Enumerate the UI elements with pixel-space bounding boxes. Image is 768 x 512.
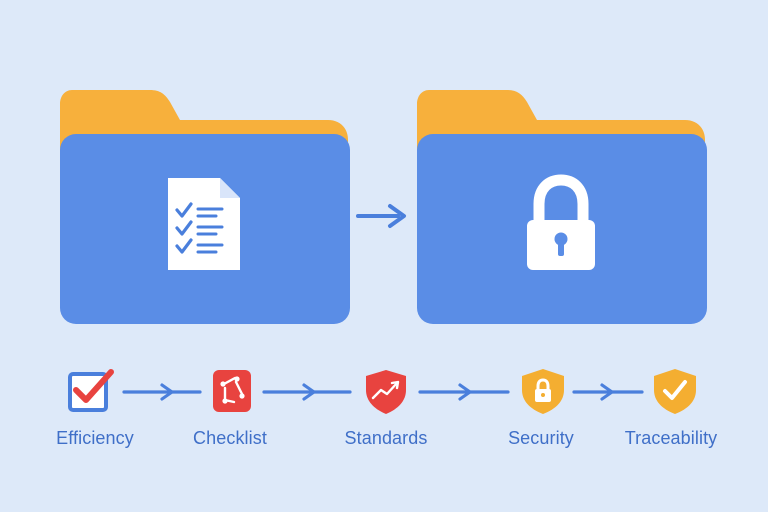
step-security-icon bbox=[518, 366, 568, 416]
step-label-traceability: Traceability bbox=[624, 428, 718, 448]
flow-arrow-icon bbox=[122, 382, 204, 402]
checklist-document-icon bbox=[168, 178, 240, 270]
step-checklist-icon bbox=[209, 366, 259, 416]
checklist-square-icon bbox=[213, 370, 251, 412]
step-traceability-icon bbox=[650, 366, 700, 416]
flow-arrow-icon bbox=[572, 382, 646, 402]
shield-lock-icon bbox=[522, 369, 564, 414]
target-folder bbox=[417, 90, 707, 325]
shield-trend-icon bbox=[366, 370, 406, 414]
arrow-right-icon bbox=[356, 203, 408, 229]
step-efficiency-icon bbox=[67, 366, 117, 416]
shield-check-icon bbox=[654, 369, 696, 414]
source-folder bbox=[60, 90, 350, 325]
step-standards-icon bbox=[361, 366, 411, 416]
padlock-icon bbox=[527, 174, 595, 270]
flow-arrow-icon bbox=[418, 382, 512, 402]
checkbox-checked-icon bbox=[68, 369, 114, 412]
step-label-efficiency: Efficiency bbox=[56, 428, 134, 448]
step-label-security: Security bbox=[508, 428, 574, 448]
step-label-standards: Standards bbox=[344, 428, 428, 448]
flow-arrow-icon bbox=[262, 382, 354, 402]
step-label-checklist: Checklist bbox=[193, 428, 267, 448]
